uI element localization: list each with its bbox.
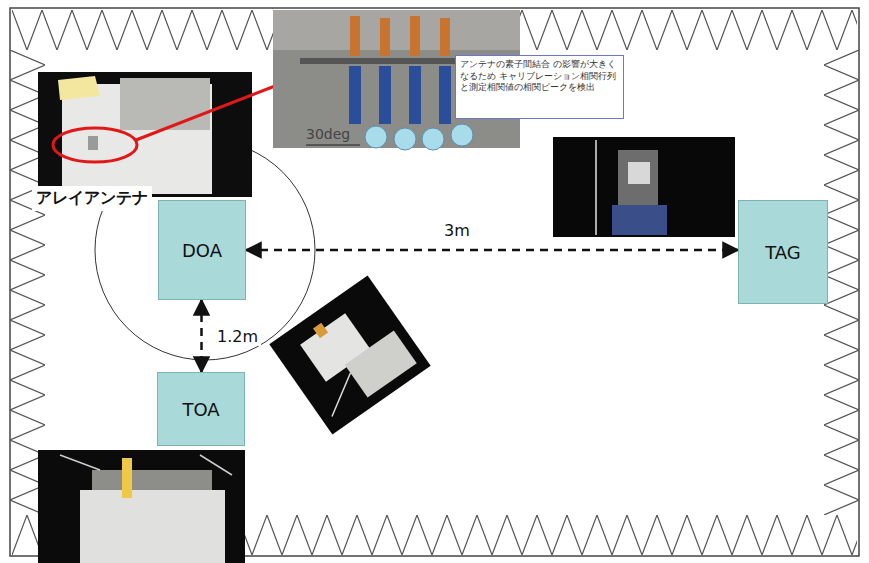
node-text: TAG bbox=[765, 242, 801, 263]
node-text: DOA bbox=[182, 240, 222, 261]
distance-label: 1.2m bbox=[214, 327, 261, 346]
note-callout: アンテナの素子間結合 の影響が大きくなるため キャリブレーション相関行列 と測定… bbox=[455, 55, 624, 119]
tag-box: TAG bbox=[738, 200, 828, 304]
angle-label: 30deg bbox=[306, 126, 350, 142]
distance-arrow bbox=[246, 249, 738, 252]
distance-label: 3m bbox=[441, 221, 473, 240]
node-text: TOA bbox=[182, 399, 219, 420]
station-box: TOA bbox=[157, 372, 245, 446]
part-label: アレイアンテナ bbox=[32, 186, 152, 211]
node-text: アンテナの素子間結合 の影響が大きくなるため キャリブレーション相関行列 と測定… bbox=[460, 59, 619, 94]
distance-arrow bbox=[200, 300, 203, 372]
station-box: DOA bbox=[158, 200, 246, 300]
